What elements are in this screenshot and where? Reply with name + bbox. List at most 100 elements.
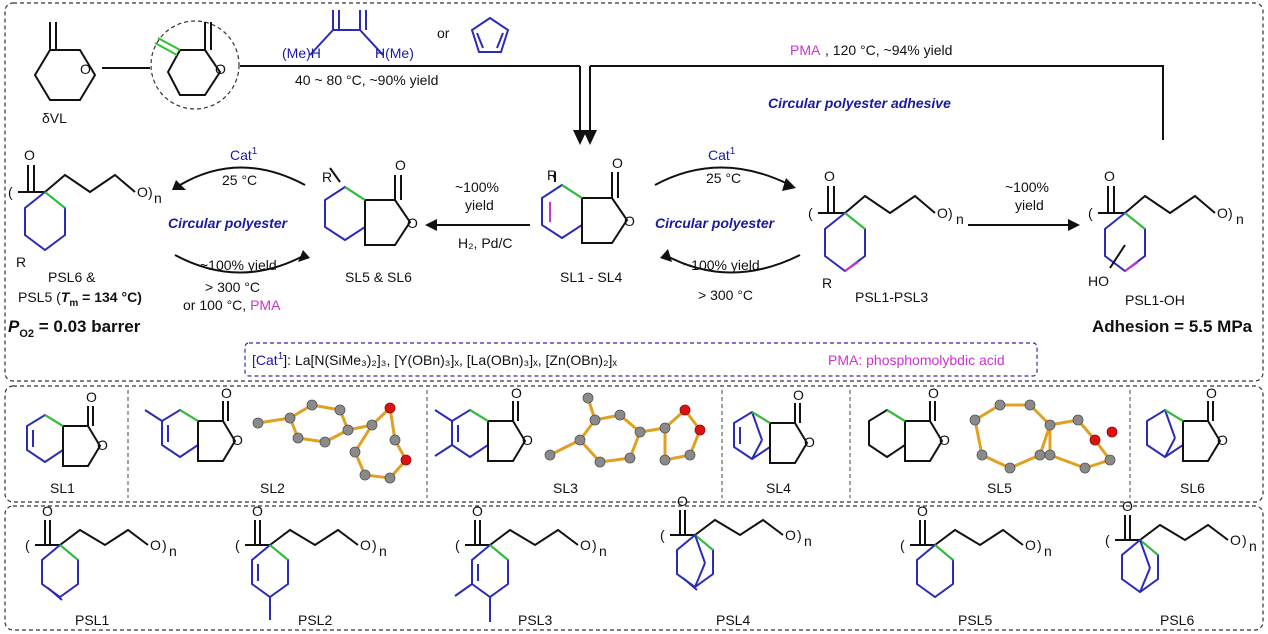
carbonyl-oxygen: O (1104, 168, 1115, 184)
carbonyl-oxygen: O (86, 389, 97, 405)
r-group: R (322, 169, 332, 185)
svg-text:(: ( (660, 527, 665, 543)
carbonyl-oxygen: O (42, 503, 53, 519)
ring-oxygen: O (624, 213, 635, 229)
polymer-panel (4, 505, 1264, 631)
carbonyl-oxygen: O (1206, 385, 1217, 401)
carbonyl-oxygen: O (677, 493, 688, 509)
ring-oxygen: O (232, 432, 243, 448)
chain-oxygen: O (137, 184, 148, 200)
dvl-structure: O (33, 22, 97, 101)
psl13-label: PSL1-PSL3 (855, 289, 928, 305)
svg-text:): ) (797, 527, 802, 543)
sl14-monomer-structure: O O R (541, 155, 635, 244)
monomer-label-sl6: SL6 (1180, 480, 1205, 496)
carbonyl-oxygen: O (824, 168, 835, 184)
dvl-label: δVL (42, 110, 67, 126)
svg-text:): ) (148, 184, 153, 200)
carbonyl-oxygen: O (928, 385, 939, 401)
svg-text:(: ( (1088, 205, 1093, 221)
carbonyl-oxygen: O (472, 503, 483, 519)
monomer-label-sl2: SL2 (260, 480, 285, 496)
svg-text:(: ( (455, 537, 460, 553)
monomer-label-sl5: SL5 (987, 480, 1012, 496)
diene-substituent-left: (Me)H (282, 45, 321, 61)
psl6-structure: ( O O ) n (1105, 498, 1257, 594)
depoly-right: > 300 °C (698, 287, 753, 303)
svg-text:): ) (948, 205, 953, 221)
svg-text:(: ( (1105, 532, 1110, 548)
psl56-label: PSL6 & (48, 269, 96, 285)
psl4-structure: ( O O ) n (660, 493, 812, 591)
carbonyl-oxygen: O (793, 387, 804, 403)
psl13-polymer-structure: ( O O ) n R (808, 168, 964, 291)
temp-left: 25 °C (222, 172, 257, 188)
catalyst-legend-box (244, 342, 1038, 377)
sl2-crystal-structure (252, 399, 412, 484)
sl2-structure: O O (144, 385, 243, 462)
carbonyl-oxygen: O (511, 385, 522, 401)
repeat-n: n (379, 543, 387, 559)
sl5-structure: O O (868, 385, 950, 462)
repeat-n: n (956, 211, 964, 227)
repeat-n: n (1044, 543, 1052, 559)
sl3-structure: O O (434, 385, 533, 462)
monomer-label-sl4: SL4 (766, 480, 791, 496)
sl56-label: SL5 & SL6 (345, 269, 412, 285)
ring-oxygen: O (522, 432, 533, 448)
chain-oxygen: O (785, 527, 796, 543)
ring-oxygen: O (407, 215, 418, 231)
hydro-conditions: H₂, Pd/C (458, 235, 512, 251)
r-group: R (822, 275, 832, 291)
polymer-label-psl3: PSL3 (518, 612, 552, 628)
ring-oxygen: O (1217, 432, 1228, 448)
pma-conditions-pma: PMA (790, 42, 821, 58)
repeat-n: n (804, 533, 812, 549)
repeat-n: n (154, 190, 162, 206)
diene-substituent-right: H(Me) (375, 45, 414, 61)
carbonyl-oxygen: O (612, 155, 623, 171)
polymer-label-psl6: PSL6 (1160, 612, 1194, 628)
ring-oxygen: O (80, 61, 91, 77)
sl56-monomer-structure: O O R (322, 157, 418, 246)
svg-text:): ) (162, 537, 167, 553)
carbonyl-oxygen: O (917, 503, 928, 519)
polymer-label-psl2: PSL2 (298, 612, 332, 628)
pma-definition: PMA: phosphomolybdic acid (828, 352, 1005, 368)
chain-oxygen: O (580, 537, 591, 553)
psl5-tm: PSL5 (Tm = 134 °C) (18, 289, 142, 309)
polymer-label-psl4: PSL4 (716, 612, 750, 628)
sl5-crystal-structure (969, 399, 1118, 474)
cyclopentadiene-structure (470, 16, 510, 53)
psl1oh-label: PSL1-OH (1125, 292, 1185, 308)
hydroxyl-label: HO (1088, 273, 1109, 289)
sl3-crystal-structure (544, 392, 706, 468)
chain-oxygen: O (1230, 532, 1241, 548)
svg-text:): ) (1228, 205, 1233, 221)
svg-text:(: ( (235, 537, 240, 553)
catalyst-list: [Cat1]: La[N(SiMe₃)₂]₃, [Y(OBn)₃]ₓ, [La(… (252, 351, 617, 368)
ring-oxygen: O (804, 434, 815, 450)
circular-polyester-right: Circular polyester (655, 215, 776, 231)
ring-oxygen: O (215, 61, 226, 77)
svg-text:): ) (1242, 532, 1247, 548)
or-text: or (437, 25, 450, 41)
svg-text:(: ( (8, 184, 13, 200)
repeat-n: n (599, 543, 607, 559)
sl1-structure: O O (26, 389, 108, 467)
chain-oxygen: O (360, 537, 371, 553)
temp-right: 25 °C (706, 170, 741, 186)
circular-adhesive-label: Circular polyester adhesive (768, 95, 951, 111)
cat-left: Cat1 (230, 146, 258, 163)
psl3-structure: ( O O ) n (454, 503, 607, 622)
r-group: R (547, 167, 557, 183)
carbonyl-oxygen: O (395, 157, 406, 173)
repeat-n: n (1249, 538, 1257, 554)
chain-oxygen: O (1025, 537, 1036, 553)
psl5-structure: ( O O ) n (900, 503, 1052, 599)
oh-yield-1: ~100% (1005, 179, 1049, 195)
carbonyl-oxygen: O (1122, 498, 1133, 514)
monomer-label-sl1: SL1 (50, 480, 75, 496)
methylene-lactone: O (150, 20, 240, 110)
